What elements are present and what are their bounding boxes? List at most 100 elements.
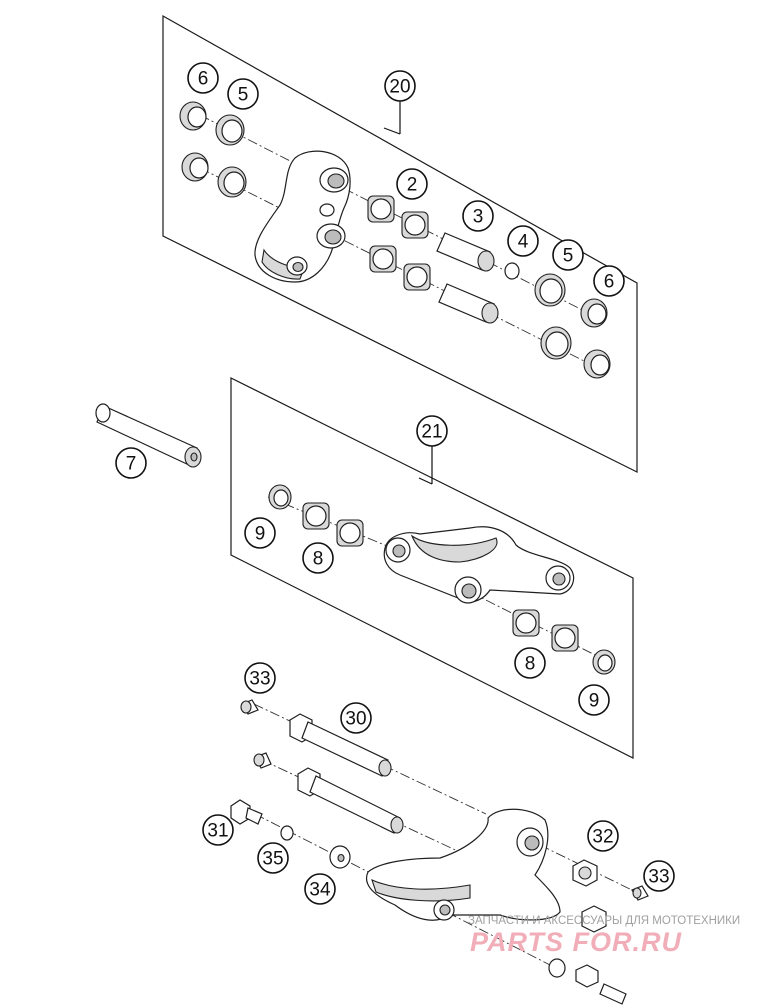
bushing-2b-lower [403, 263, 431, 291]
callout-circle [302, 542, 334, 574]
bushing-2-upper [367, 195, 395, 223]
callout-circle [115, 447, 147, 479]
callout-4: 4 [507, 225, 539, 257]
washer-35 [280, 825, 294, 841]
callout-number: 5 [238, 85, 249, 106]
callout-8: 8 [514, 647, 546, 679]
callout-number: 31 [207, 821, 228, 842]
callout-circle [462, 200, 494, 232]
seal-5-lower-right [540, 326, 572, 360]
lower-link-body [366, 808, 561, 921]
callout-circle [416, 415, 448, 447]
lower-hardware [548, 905, 627, 1005]
callout-33: 33 [643, 860, 675, 892]
callout-34: 34 [304, 873, 336, 905]
callout-circle [244, 662, 276, 694]
pro-lever-body [254, 150, 351, 283]
bolt-30-upper [289, 713, 392, 777]
callout-number: 35 [262, 849, 283, 870]
callout-number: 32 [592, 827, 613, 848]
bolt-31 [230, 799, 263, 825]
callout-number: 33 [249, 669, 270, 690]
callout-number: 9 [255, 524, 266, 545]
screw-33-top [240, 699, 259, 715]
screw-33-mid [253, 752, 272, 769]
watermark-tagline: ЗАПЧАСТИ И АКСЕССУАРЫ ДЛЯ МОТОТЕХНИКИ [468, 915, 740, 927]
callout-circle [244, 517, 276, 549]
callout-7: 7 [115, 447, 147, 479]
axis-lines-20 [199, 114, 599, 369]
seal-5-upper-left [215, 114, 245, 146]
seal-9-left [268, 484, 292, 510]
callout-circle [507, 225, 539, 257]
callout-2: 2 [396, 168, 428, 200]
watermark: ЗАПЧАСТИ И АКСЕССУАРЫ ДЛЯ МОТОТЕХНИКИ PA… [468, 915, 740, 957]
pin-7 [95, 403, 202, 468]
sleeve-3-upper [436, 232, 495, 272]
bolt-30-lower [297, 767, 404, 834]
callout-circle [593, 265, 625, 297]
callout-circle [340, 702, 372, 734]
bearing-6-lower-left [181, 152, 209, 182]
seal-5-upper-right [534, 273, 566, 307]
washer-34 [329, 845, 351, 869]
bushing-8-left-a [302, 502, 330, 530]
callout-5: 5 [552, 239, 584, 271]
bearing-6-upper-left [179, 101, 207, 131]
ring-4 [504, 262, 520, 280]
callout-31: 31 [202, 814, 234, 846]
callout-32: 32 [587, 820, 619, 852]
callout-number: 30 [345, 709, 366, 730]
callout-circle [578, 684, 610, 716]
connecting-link-body [383, 526, 575, 604]
callout-30: 30 [340, 702, 372, 734]
callout-circle [643, 860, 675, 892]
callout-number: 9 [589, 691, 600, 712]
callout-circle [384, 70, 416, 102]
callout-number: 6 [604, 272, 615, 293]
callout-circle [552, 239, 584, 271]
callout-circle [396, 168, 428, 200]
callout-circle [257, 842, 289, 874]
callout-circle [587, 820, 619, 852]
callout-21: 21 [416, 415, 448, 447]
callout-number: 34 [309, 880, 331, 901]
callout-number: 20 [389, 77, 410, 98]
callout-9: 9 [244, 517, 276, 549]
bushing-2b-upper [401, 211, 429, 239]
callout-33: 33 [244, 662, 276, 694]
callout-5: 5 [227, 78, 259, 110]
nut-32 [572, 859, 598, 887]
callout-number: 21 [421, 422, 442, 443]
callout-circle [187, 62, 219, 94]
callout-number: 8 [313, 549, 324, 570]
callout-number: 3 [473, 207, 484, 228]
callout-number: 33 [648, 867, 669, 888]
seal-9-right [592, 649, 616, 675]
callout-circle [514, 647, 546, 679]
callout-number: 7 [126, 454, 137, 475]
watermark-brand: PARTS FOR.RU [470, 927, 683, 957]
callout-leaders [383, 97, 433, 485]
callout-number: 2 [407, 175, 418, 196]
callout-8: 8 [302, 542, 334, 574]
callout-9: 9 [578, 684, 610, 716]
callout-circle [304, 873, 336, 905]
bearing-6-lower-right [583, 349, 611, 379]
seal-5-lower-left [217, 166, 247, 198]
bushing-8-right-b [551, 624, 579, 652]
bushing-8-left-b [336, 519, 364, 547]
sleeve-3-lower [438, 283, 499, 324]
bushing-8-right-a [512, 609, 540, 637]
callout-6: 6 [593, 265, 625, 297]
callout-20: 20 [384, 70, 416, 102]
callout-number: 8 [525, 654, 536, 675]
callout-circle [202, 814, 234, 846]
bushing-2-lower [369, 245, 397, 273]
callout-number: 4 [518, 232, 529, 253]
callout-circle [227, 78, 259, 110]
assembly-panel-20 [162, 14, 638, 473]
